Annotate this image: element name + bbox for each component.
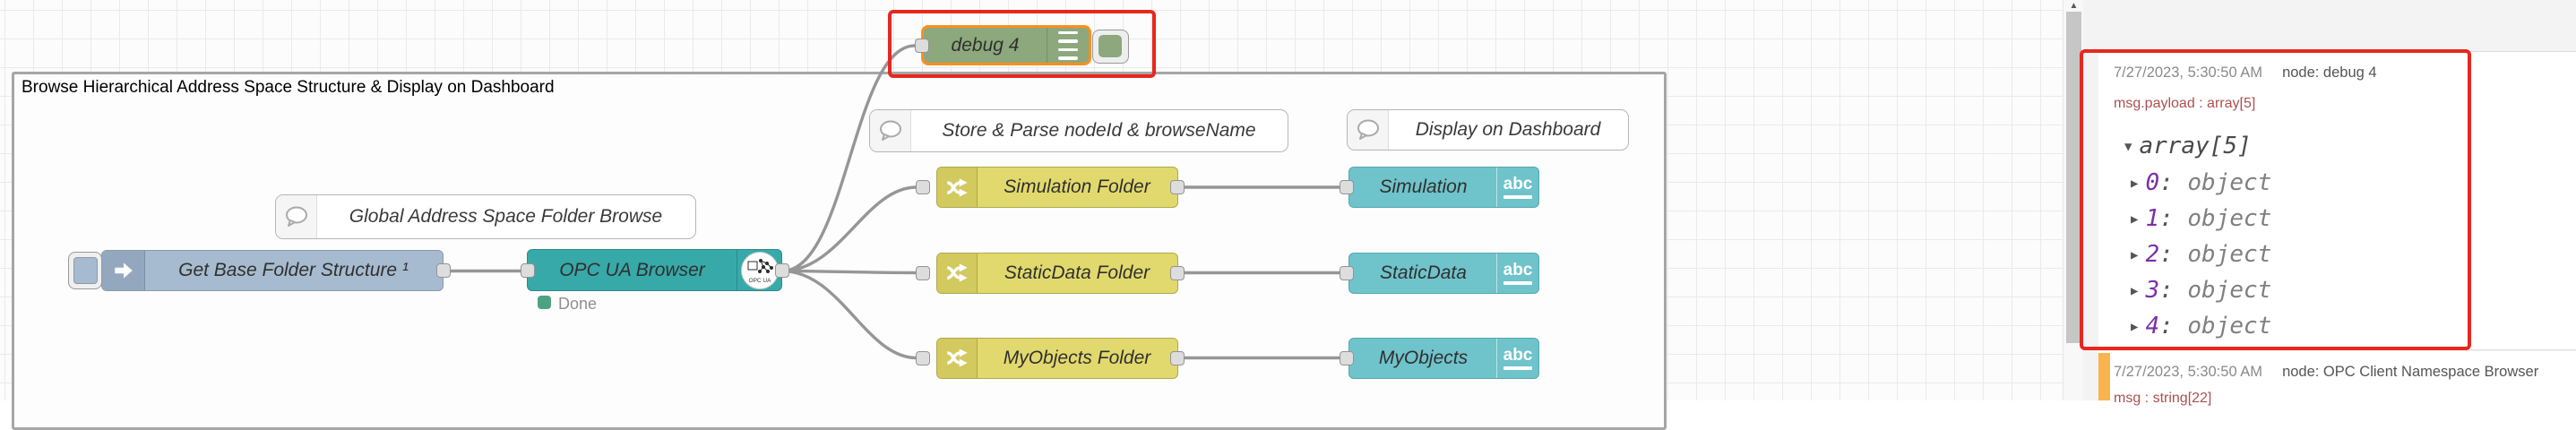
comment-bubble-icon [870,110,911,151]
debug-node-label: debug 4 [951,34,1020,56]
status-text: Done [558,295,598,313]
wire-layer [444,44,1340,360]
comment-bubble-icon [276,195,317,238]
message-meta: msg : string[22] [2114,391,2212,406]
switch-node-staticdata[interactable]: StaticData Folder [936,252,1178,294]
switch-node-label: StaticData Folder [1004,262,1150,283]
inject-node[interactable]: Get Base Folder Structure ¹ [101,250,444,291]
tree-item-row[interactable]: ▶1: object [2131,205,2272,232]
debug-message[interactable]: 7/27/2023, 5:30:50 AM node: OPC Client Na… [2098,351,2576,406]
collapse-triangle-icon[interactable]: ▼ [2124,140,2132,154]
inject-node-label: Get Base Folder Structure ¹ [178,260,409,280]
tree-root-label: array[5] [2139,133,2252,159]
ui-text-node-staticdata[interactable]: StaticData abc [1348,252,1539,294]
comment-bubble-icon [1348,110,1389,150]
switch-node-simulation[interactable]: Simulation Folder [936,167,1178,208]
ui-node-label: Simulation [1379,176,1468,197]
comment-global-address[interactable]: Global Address Space Folder Browse [275,194,696,239]
scrollbar-thumb[interactable] [2066,12,2081,343]
flow-canvas[interactable]: Browse Hierarchical Address Space Struct… [0,0,2063,430]
opcua-icon-text: OPC UA [748,278,771,284]
expand-triangle-icon[interactable]: ▶ [2131,284,2139,298]
switch-output-port[interactable] [1170,350,1185,366]
ui-input-port[interactable] [1340,180,1354,194]
debug-node[interactable]: debug 4 [921,25,1091,65]
canvas-vertical-scrollbar[interactable]: ▲ [2063,0,2083,400]
abc-text-icon: abc [1496,253,1538,293]
abc-text-icon: abc [1496,168,1538,207]
debug-toggle-button[interactable] [1092,30,1129,64]
expand-triangle-icon[interactable]: ▶ [2131,248,2139,262]
switch-icon [937,338,978,378]
message-node-name: node: debug 4 [2282,64,2377,81]
tree-item-row[interactable]: ▶2: object [2131,241,2272,268]
message-timestamp: 7/27/2023, 5:30:50 AM [2114,64,2263,81]
ui-node-label: MyObjects [1378,347,1469,368]
ui-node-label: StaticData [1380,262,1467,283]
switch-node-myobjects[interactable]: MyObjects Folder [936,337,1178,379]
annotation-rect-debug-node [888,10,1156,78]
opcua-logo-icon: OPC UA [737,250,781,290]
switch-input-port[interactable] [916,180,930,194]
comment-label: Display on Dashboard [1415,119,1601,140]
message-header: 7/27/2023, 5:30:50 AM node: debug 4 [2114,64,2377,82]
annotation-rect-debug-message [2080,49,2471,350]
switch-icon [937,253,978,293]
debug-toggle-pad [1098,35,1122,57]
ui-input-port[interactable] [1340,350,1354,366]
ui-input-port[interactable] [1340,265,1354,280]
tree-root-row[interactable]: ▼ array[5] [2124,133,2252,159]
tree-item-row[interactable]: ▶0: object [2131,169,2272,196]
comment-label: Store & Parse nodeId & browseName [942,120,1256,141]
switch-input-port[interactable] [916,350,930,366]
ui-text-node-myobjects[interactable]: MyObjects abc [1348,337,1539,379]
wire-browser-myobjects [781,269,918,360]
message-timestamp: 7/27/2023, 5:30:50 AM [2114,364,2263,380]
message-source-highlight-bar [2098,353,2110,400]
opcua-browser-label: OPC UA Browser [559,259,705,280]
tree-item-row[interactable]: ▶3: object [2131,277,2272,304]
switch-node-label: MyObjects Folder [1003,347,1151,368]
inject-button[interactable] [68,252,102,289]
wire-browser-simulation [781,185,918,273]
debug-input-port[interactable] [915,39,929,53]
opcua-output-port[interactable] [775,263,789,278]
expand-triangle-icon[interactable]: ▶ [2131,212,2139,227]
message-node-name: node: OPC Client Namespace Browser [2282,364,2539,380]
scroll-up-icon[interactable]: ▲ [2069,1,2079,11]
switch-output-port[interactable] [1170,180,1185,194]
opcua-input-port[interactable] [521,263,535,278]
status-dot [538,296,551,309]
comment-display-dashboard[interactable]: Display on Dashboard [1347,109,1629,150]
ui-text-node-simulation[interactable]: Simulation abc [1348,167,1539,208]
wire-browser-debug [781,44,916,273]
opcua-browser-node[interactable]: OPC UA Browser OPC UA [527,249,782,291]
switch-node-label: Simulation Folder [1004,176,1150,197]
message-header: 7/27/2023, 5:30:50 AM node: OPC Client Na… [2114,364,2538,381]
abc-text-icon: abc [1496,338,1538,378]
debug-list-icon [1047,28,1089,63]
inject-arrow-icon [102,251,145,290]
switch-output-port[interactable] [1170,265,1185,280]
expand-triangle-icon[interactable]: ▶ [2131,176,2139,191]
comment-label: Global Address Space Folder Browse [349,206,663,227]
inject-output-port[interactable] [436,263,451,278]
switch-input-port[interactable] [916,265,930,280]
debug-sidebar[interactable]: 7/27/2023, 5:30:50 AM node: debug 4 msg.p… [2083,0,2576,406]
wire-browser-staticdata [781,269,918,275]
inject-button-pad [73,257,98,284]
debug-message[interactable]: 7/27/2023, 5:30:50 AM node: debug 4 msg.p… [2098,51,2576,350]
group-title: Browse Hierarchical Address Space Struct… [22,78,555,97]
switch-icon [937,168,978,207]
tree-item-row[interactable]: ▶4: object [2131,313,2272,340]
message-meta: msg.payload : array[5] [2114,96,2256,111]
comment-store-parse[interactable]: Store & Parse nodeId & browseName [869,109,1288,152]
expand-triangle-icon[interactable]: ▶ [2131,320,2139,334]
